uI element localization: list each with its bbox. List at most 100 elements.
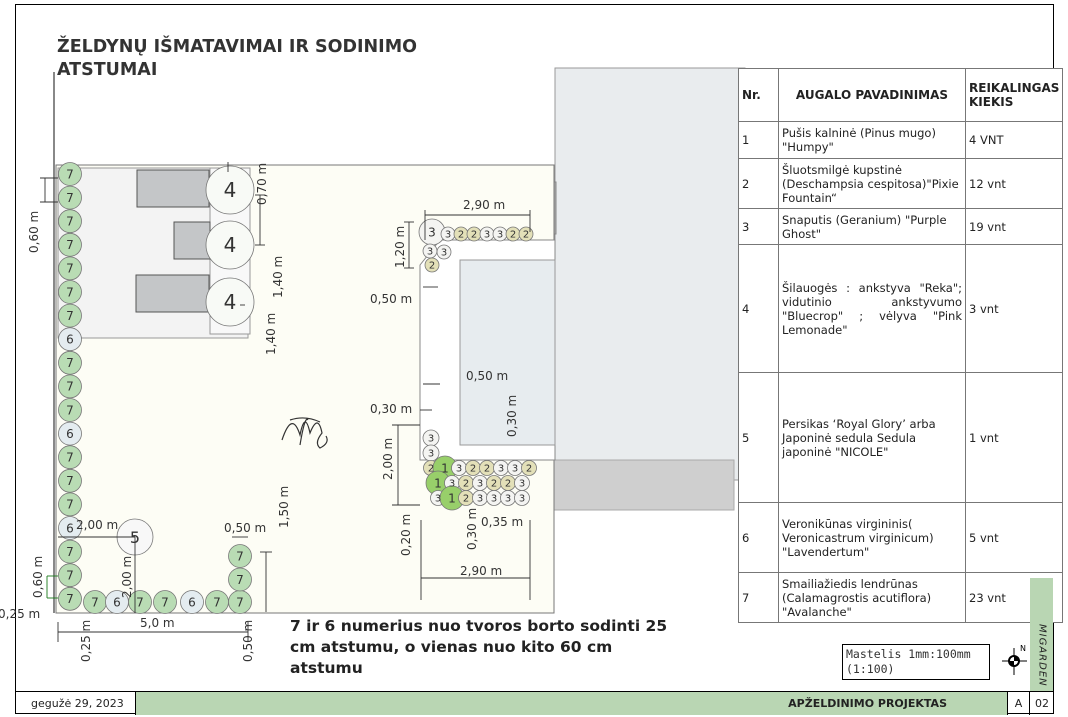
dimension-label: 0,50 m xyxy=(241,620,255,662)
plant-circle xyxy=(180,590,204,614)
plant-number: 7 xyxy=(66,474,74,488)
sheet-number: 02 xyxy=(1035,697,1049,710)
legend-quantity: 12 vnt xyxy=(964,158,1064,209)
plant-circle xyxy=(58,563,82,588)
plant-number: 3 xyxy=(441,248,447,259)
legend-plant-name: Smailiažiedis lendrūnas (Calamagrostis a… xyxy=(778,572,966,623)
plant-number: 7 xyxy=(66,592,74,606)
dimension-label: 0,25 m xyxy=(79,620,93,662)
plant-number: 3 xyxy=(519,479,525,490)
plant-circle xyxy=(58,232,82,257)
plant-circle xyxy=(58,539,82,564)
dimension-label: 1,40 m xyxy=(271,256,285,298)
plant-circle xyxy=(424,257,440,273)
legend-plant-name: Šluotsmilgė kupstinė (Deschampsia cespit… xyxy=(778,158,966,209)
dimension-label: 1,20 m xyxy=(393,226,407,268)
plant-number: 7 xyxy=(213,595,221,609)
plant-number: 6 xyxy=(188,595,196,609)
plant-number: 2 xyxy=(463,479,469,490)
plant-circle xyxy=(58,586,82,611)
plant-number: 3 xyxy=(512,464,518,475)
scale-ratio: (1:100) xyxy=(846,662,895,676)
plant-number: 2 xyxy=(470,464,476,475)
title-line-2: ATSTUMAI xyxy=(57,60,158,80)
plant-number: 7 xyxy=(66,167,74,181)
dimension-label: 2,00 m xyxy=(381,438,395,480)
plant-number: 3 xyxy=(449,479,455,490)
plant-number: 7 xyxy=(66,215,74,229)
plant-number: 3 xyxy=(498,464,504,475)
project-title: APŽELDINIMO PROJEKTAS xyxy=(136,692,1008,715)
legend-quantity: 5 vnt xyxy=(964,502,1064,573)
plant-circle xyxy=(58,516,82,540)
dimension-label: 5,0 m xyxy=(140,616,175,630)
dimension-label: 2,00 m xyxy=(76,518,118,532)
legend-plant-name: Persikas ‘Royal Glory’ arba Japoninė sed… xyxy=(778,372,966,503)
plant-number: 7 xyxy=(66,262,74,276)
legend-nr: 3 xyxy=(738,208,779,245)
plant-circle xyxy=(436,244,452,260)
plant-number: 4 xyxy=(224,290,237,314)
plant-number: 6 xyxy=(66,521,74,535)
plant-number: 3 xyxy=(491,494,497,505)
plant-circle xyxy=(205,277,255,327)
plant-circle xyxy=(58,327,82,352)
plant-number: 3 xyxy=(477,479,483,490)
date: gegužė 29, 2023 xyxy=(15,692,136,715)
dimension-label: 0,60 m xyxy=(31,556,45,598)
legend-plant-name: Veronikūnas virgininis( Veronicastrum vi… xyxy=(778,502,966,573)
plant-number: 4 xyxy=(224,178,237,202)
legend-nr: 6 xyxy=(738,502,779,573)
legend-plant-name: Šilauogės : ankstyva "Reka"; vidutinio a… xyxy=(778,244,966,373)
plant-circle xyxy=(514,490,530,506)
legend-quantity: 3 vnt xyxy=(964,244,1064,373)
dimension-label: 0,50 m xyxy=(370,292,412,306)
legend-header-row: Nr. AUGALO PAVADINIMAS REIKALINGAS KIEKI… xyxy=(738,68,1064,122)
plant-number: 3 xyxy=(519,494,525,505)
plant-circle xyxy=(58,468,82,493)
plant-number: 3 xyxy=(456,464,462,475)
plant-number: 3 xyxy=(445,230,451,241)
title-line-1: ŽELDYNŲ IŠMATAVIMAI IR SODINIMO xyxy=(57,37,417,57)
plant-number: 3 xyxy=(484,230,490,241)
plant-number: 7 xyxy=(236,549,244,563)
terrace-inner xyxy=(459,259,556,446)
scale-box: Mastelis 1mm:100mm (1:100) xyxy=(842,644,990,680)
plant-circle xyxy=(58,421,82,446)
plant-number: 7 xyxy=(161,595,169,609)
header-plant-name: AUGALO PAVADINIMAS xyxy=(778,68,966,122)
plant-number: 7 xyxy=(66,403,74,417)
plant-number: 7 xyxy=(66,545,74,559)
paving xyxy=(533,459,735,511)
plant-number: 3 xyxy=(505,494,511,505)
dimension-label: 0,70 m xyxy=(255,163,269,205)
plant-circle xyxy=(205,165,255,215)
dimension-label: 2,90 m xyxy=(463,198,505,212)
plant-number: 2 xyxy=(463,494,469,505)
plant-number: 2 xyxy=(428,464,434,475)
plant-number: 6 xyxy=(66,333,74,347)
plant-number: 2 xyxy=(526,464,532,475)
plant-number: 4 xyxy=(224,233,237,257)
plant-circle xyxy=(228,567,252,592)
dimension-label: 0,30 m xyxy=(370,402,412,416)
plant-circle xyxy=(58,398,82,422)
compass-label: N xyxy=(1020,644,1026,653)
plant-number: 3 xyxy=(477,494,483,505)
plant-number: 7 xyxy=(66,191,74,205)
plant-number: 6 xyxy=(66,427,74,441)
plant-circle xyxy=(228,544,252,568)
plant-circle xyxy=(58,162,82,186)
plant-number: 6 xyxy=(113,595,121,609)
plant-number: 2 xyxy=(471,230,477,241)
plant-circle xyxy=(58,492,82,517)
plant-number: 2 xyxy=(429,261,435,272)
plant-number: 7 xyxy=(136,595,144,609)
plant-labels-layer: 7777777677767776777767767777444533223322… xyxy=(66,167,532,609)
plant-number: 1 xyxy=(434,476,442,490)
